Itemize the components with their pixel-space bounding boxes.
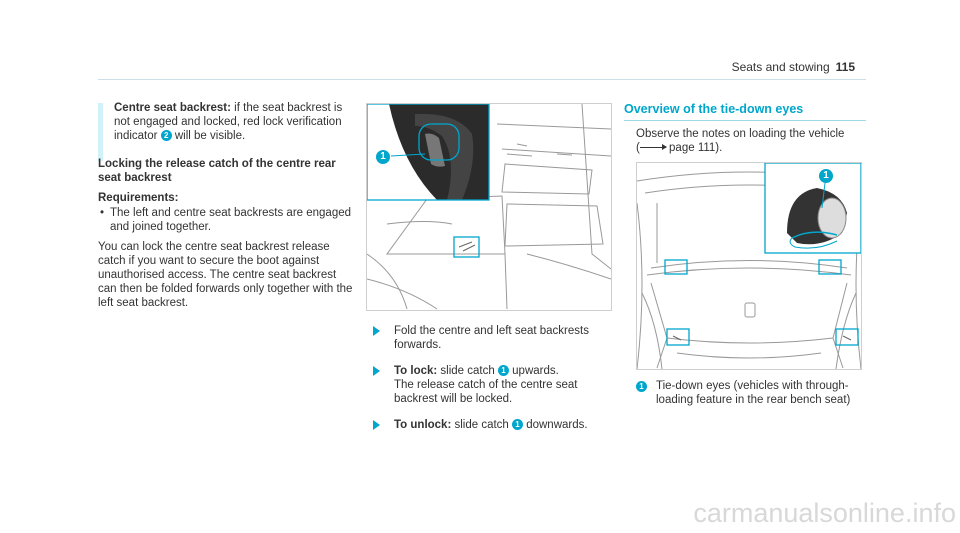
tie-down-figure: 1	[636, 162, 862, 370]
catch-highlight-box	[453, 236, 480, 258]
note-text: if the seat backrest is not engaged and …	[114, 102, 343, 142]
step-unlock-label: To unlock:	[394, 419, 452, 431]
step-arrow-icon	[373, 366, 380, 376]
tie-down-eye-box	[666, 328, 690, 346]
step-unlock: To unlock: slide catch 1 downwards.	[366, 418, 616, 432]
seat-catch-figure: 1	[366, 103, 612, 311]
step-lock-result: The release catch of the centre seat bac…	[394, 379, 578, 405]
step-lock-label: To lock:	[394, 365, 438, 377]
step-fold-text: Fold the centre and left seat backrests …	[394, 325, 589, 351]
page-ref-link[interactable]: page 111).	[665, 142, 723, 154]
step-unlock-badge: 1	[512, 419, 524, 430]
observe-paren: (	[636, 142, 640, 154]
requirements-label: Requirements:	[98, 192, 179, 204]
step-arrow-icon	[373, 420, 380, 430]
figure-caption: 1 Tie-down eyes (vehicles with through-lo…	[636, 379, 866, 413]
tie-down-eye-box	[664, 259, 688, 275]
page-ref-arrow-icon	[639, 144, 667, 150]
note-label: Centre seat backrest:	[114, 102, 231, 114]
page-number: 115	[835, 60, 855, 74]
observe-text: Observe the notes on loading the vehicle	[636, 128, 845, 140]
boot-illustration	[637, 163, 861, 369]
note-end: will be visible.	[171, 130, 246, 142]
lock-body: You can lock the centre seat backrest re…	[98, 241, 353, 309]
middle-steps: Fold the centre and left seat backrests …	[366, 324, 616, 444]
inset-frame	[367, 104, 490, 201]
note-bar	[98, 103, 103, 161]
right-column-title: Overview of the tie-down eyes	[624, 102, 866, 122]
note-block: Centre seat backrest: if the seat backre…	[114, 101, 354, 149]
section-title: Overview of the tie-down eyes	[624, 102, 804, 116]
figure-catch-badge: 1	[376, 150, 390, 164]
header-rule	[98, 79, 866, 80]
step-lock-text-b: upwards.	[508, 365, 559, 377]
step-lock-text-a: slide catch	[437, 365, 498, 377]
tie-down-eye-box	[818, 259, 842, 275]
indicator-badge: 2	[160, 130, 172, 141]
header-section: Seats and stowing	[731, 60, 830, 74]
step-fold: Fold the centre and left seat backrests …	[366, 324, 616, 352]
step-unlock-text-b: downwards.	[523, 419, 588, 431]
caption-text: Tie-down eyes (vehicles with through-loa…	[656, 380, 851, 406]
requirement-item: The left and centre seat backrests are e…	[98, 206, 354, 234]
caption-badge: 1	[636, 381, 647, 392]
step-lock-badge: 1	[497, 365, 509, 376]
step-lock: To lock: slide catch 1 upwards. The rele…	[366, 364, 616, 406]
figure-eye-badge: 1	[819, 169, 833, 183]
left-column: Locking the release catch of the centre …	[98, 157, 354, 316]
running-header: Seats and stowing 115	[732, 60, 855, 74]
inset-frame	[764, 163, 861, 254]
section-title-rule	[624, 120, 866, 121]
step-unlock-text-a: slide catch	[451, 419, 513, 431]
watermark: carmanualsonline.info	[693, 498, 956, 528]
seat-catch-illustration	[367, 104, 611, 310]
tie-down-eye-box	[835, 328, 859, 346]
lock-heading: Locking the release catch of the centre …	[98, 158, 336, 184]
step-arrow-icon	[373, 326, 380, 336]
observe-note: Observe the notes on loading the vehicle…	[636, 127, 866, 161]
